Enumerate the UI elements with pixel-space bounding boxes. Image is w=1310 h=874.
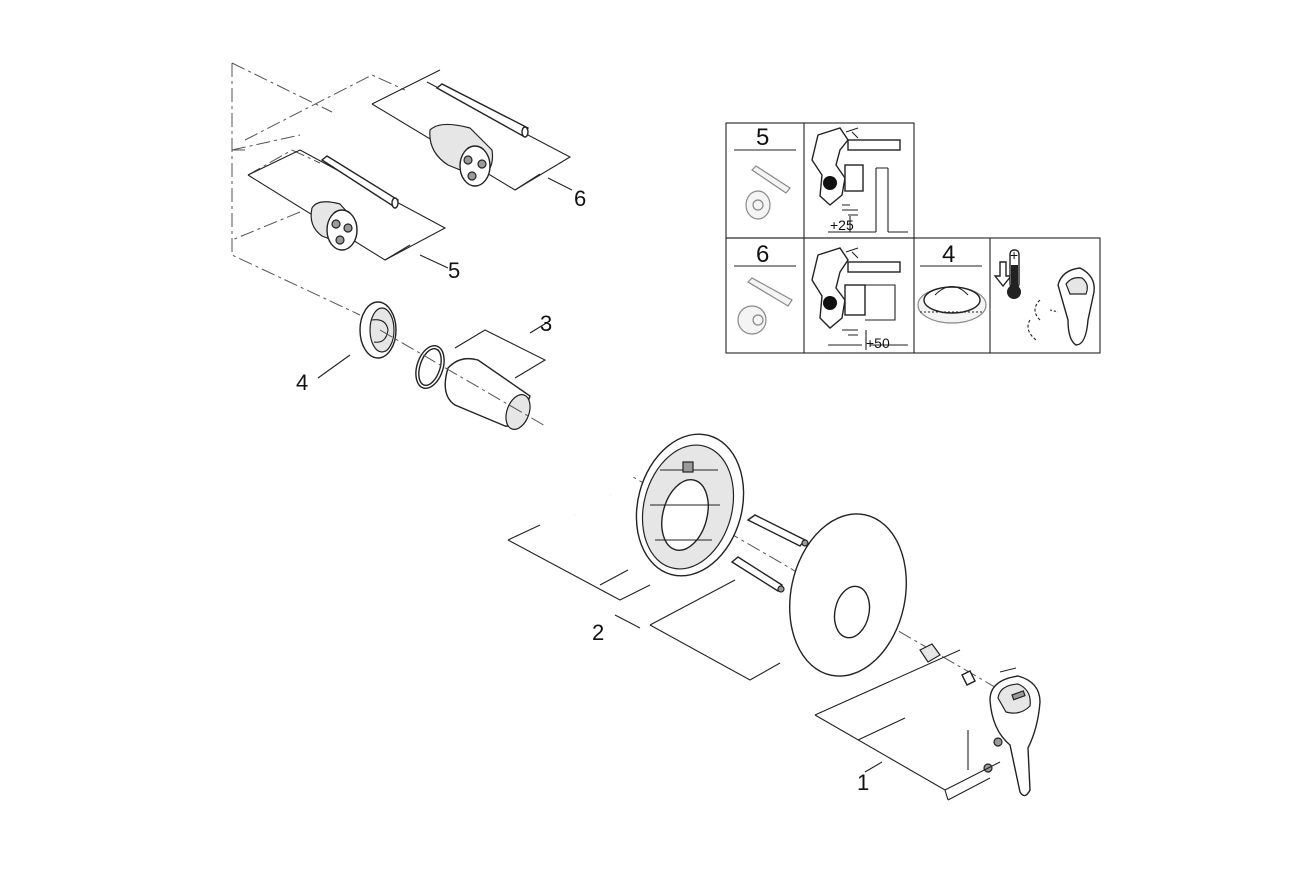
inset-label-6: 6 [756, 241, 769, 268]
label-1: 1 [857, 770, 869, 795]
part-2-group: 2 [507, 383, 809, 681]
inset-label-4: 4 [942, 241, 955, 268]
dim-25: +25 [830, 217, 854, 233]
cartridge-group: 6 5 [231, 62, 586, 316]
inset-cell-6: 6 [734, 241, 796, 335]
inset-table: 5 +25 6 [725, 122, 1101, 354]
label-4: 4 [296, 370, 308, 395]
dim-50: +50 [866, 335, 890, 351]
label-6: 6 [574, 186, 586, 211]
part-3-sleeve: 3 [444, 311, 552, 430]
inset-valve-50: +50 [811, 247, 908, 351]
label-3: 3 [540, 311, 552, 336]
inset-temperature-cell: + [993, 247, 1095, 346]
part-5-cartridge [247, 149, 447, 261]
inset-cell-5: 5 [734, 124, 796, 220]
escutcheon [788, 513, 908, 677]
inset-cell-4: 4 [917, 241, 987, 324]
part-6-cartridge [371, 69, 572, 191]
label-2: 2 [592, 620, 604, 645]
inset-label-5: 5 [756, 124, 769, 151]
part-1-handle: 1 [814, 643, 1041, 801]
label-5: 5 [448, 258, 460, 283]
svg-text:+: + [1010, 247, 1018, 263]
inset-valve-25: +25 [811, 127, 908, 233]
part-4-adapter: 4 [296, 301, 397, 395]
